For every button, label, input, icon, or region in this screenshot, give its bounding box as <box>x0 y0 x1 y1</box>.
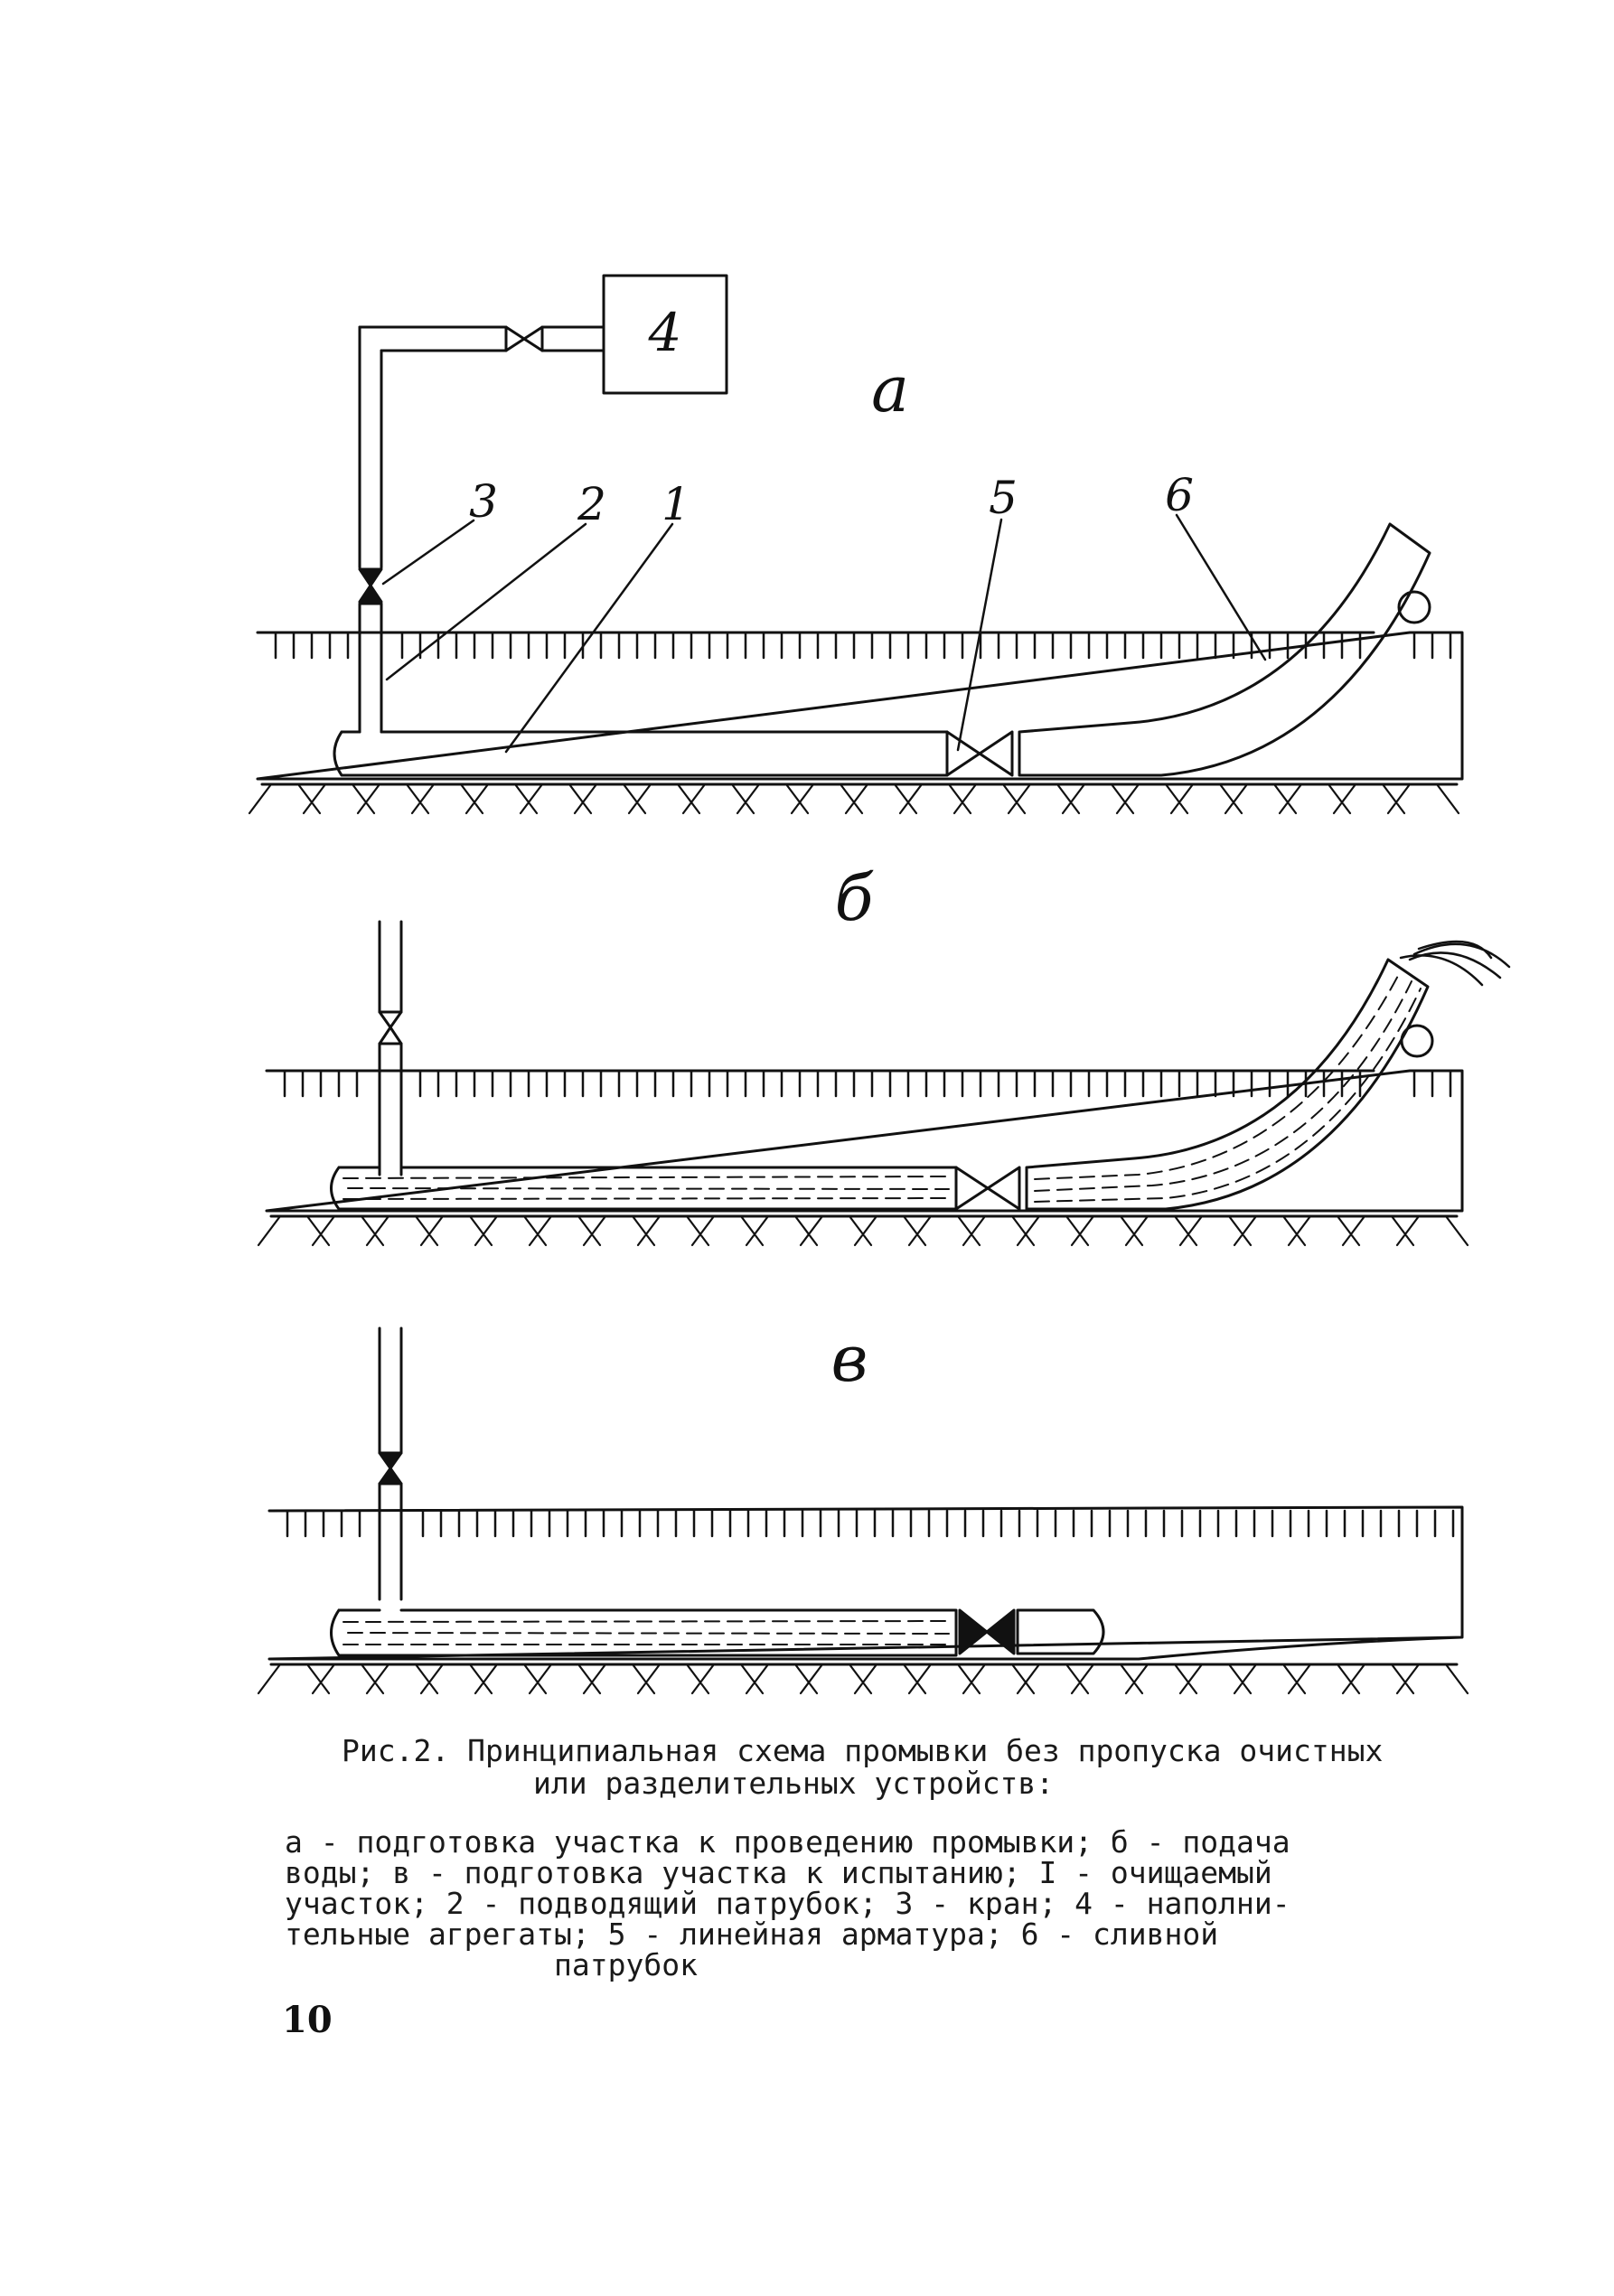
figure-caption-title-cont: или разделительных устройств: <box>533 1766 1055 1801</box>
label-5: 5 <box>989 472 1018 524</box>
panel-letter-a: а <box>871 352 909 426</box>
supply-pipe-horizontal <box>358 325 508 352</box>
valve-3 <box>358 567 383 604</box>
ruler-b <box>265 1069 1464 1213</box>
legend-line: а - подготовка участка к проведению пром… <box>285 1824 1290 1860</box>
line-valve-5 <box>945 730 1014 777</box>
label-1: 1 <box>662 478 690 530</box>
supply-valve-small <box>504 325 544 352</box>
drain-pipe-water <box>1025 958 1430 1211</box>
drain-pipe-6 <box>1018 522 1431 777</box>
label-3: 3 <box>469 475 498 528</box>
riser-pipe-2 <box>358 602 383 734</box>
legend-line: патрубок <box>285 1947 698 1982</box>
valve-3-closed <box>378 1451 403 1485</box>
valve-3-open <box>378 1010 403 1045</box>
water-hatching-b <box>343 1176 950 1200</box>
panel-a: 4 а 3 <box>248 274 1464 815</box>
main-pipe-1 <box>333 730 949 777</box>
main-pipe-water-filled <box>330 1166 958 1211</box>
label-2: 2 <box>577 478 606 530</box>
water-jet <box>1399 940 1511 987</box>
leader-lines-a <box>381 513 1267 754</box>
line-valve-closed <box>958 1608 1016 1655</box>
pipe-cap <box>1016 1608 1105 1655</box>
legend-line: воды; в - подготовка участка к испытанию… <box>285 1855 1272 1890</box>
label-4: 4 <box>648 302 682 363</box>
panel-letter-b: б <box>835 861 874 935</box>
label-6: 6 <box>1165 469 1194 521</box>
page-number: 10 <box>282 1999 333 2041</box>
panel-v: в <box>257 1322 1469 1695</box>
test-pipe-filled <box>330 1608 958 1657</box>
figure-caption-title: Рис.2. Принципиальная схема промывки без… <box>342 1733 1384 1768</box>
filling-unit-box <box>602 274 728 395</box>
panel-letter-v: в <box>831 1322 868 1396</box>
roller-b <box>1400 1024 1434 1058</box>
panel-b: б <box>257 861 1511 1247</box>
roller-a <box>1397 590 1431 624</box>
ruler-a-ticks <box>274 631 1452 660</box>
legend-line: тельные агрегаты; 5 - линейная арматура;… <box>285 1916 1219 1952</box>
ruler-v <box>267 1505 1464 1661</box>
legend-line: участок; 2 - подводящий патрубок; 3 - кр… <box>285 1886 1290 1921</box>
ruler-a <box>256 631 1464 781</box>
supply-pipe-vertical <box>358 325 383 569</box>
